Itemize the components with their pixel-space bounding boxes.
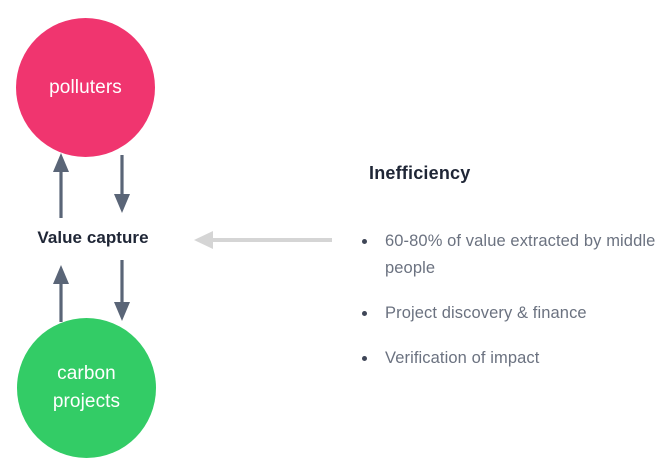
list-item: Project discovery & finance bbox=[357, 300, 657, 327]
list-item: 60-80% of value extracted by middle peop… bbox=[357, 228, 657, 282]
arrow-value-capture-to-carbon bbox=[114, 260, 130, 321]
arrow-carbon-to-polluters-upper bbox=[53, 153, 69, 218]
node-polluters-label: polluters bbox=[49, 76, 122, 98]
inefficiency-heading: Inefficiency bbox=[369, 163, 471, 183]
arrow-inefficiency-callout bbox=[194, 231, 332, 249]
list-item-label: Project discovery & finance bbox=[385, 304, 587, 322]
list-item-label: 60-80% of value extracted by middle peop… bbox=[385, 232, 656, 277]
list-item-label: Verification of impact bbox=[385, 349, 540, 367]
arrow-carbon-to-value-capture bbox=[53, 265, 69, 322]
inefficiency-bullet-list: 60-80% of value extracted by middle peop… bbox=[357, 228, 657, 372]
node-polluters[interactable]: polluters bbox=[16, 18, 155, 157]
value-capture-label: Value capture bbox=[37, 228, 149, 247]
node-carbon-projects-label: carbon projects bbox=[52, 363, 121, 412]
bullet-dot-icon bbox=[362, 356, 367, 361]
list-item: Verification of impact bbox=[357, 345, 657, 372]
bullet-dot-icon bbox=[362, 311, 367, 316]
bullet-dot-icon bbox=[362, 239, 367, 244]
node-carbon-projects[interactable]: carbon projects bbox=[17, 318, 156, 458]
arrow-polluters-to-value-capture bbox=[114, 155, 130, 213]
